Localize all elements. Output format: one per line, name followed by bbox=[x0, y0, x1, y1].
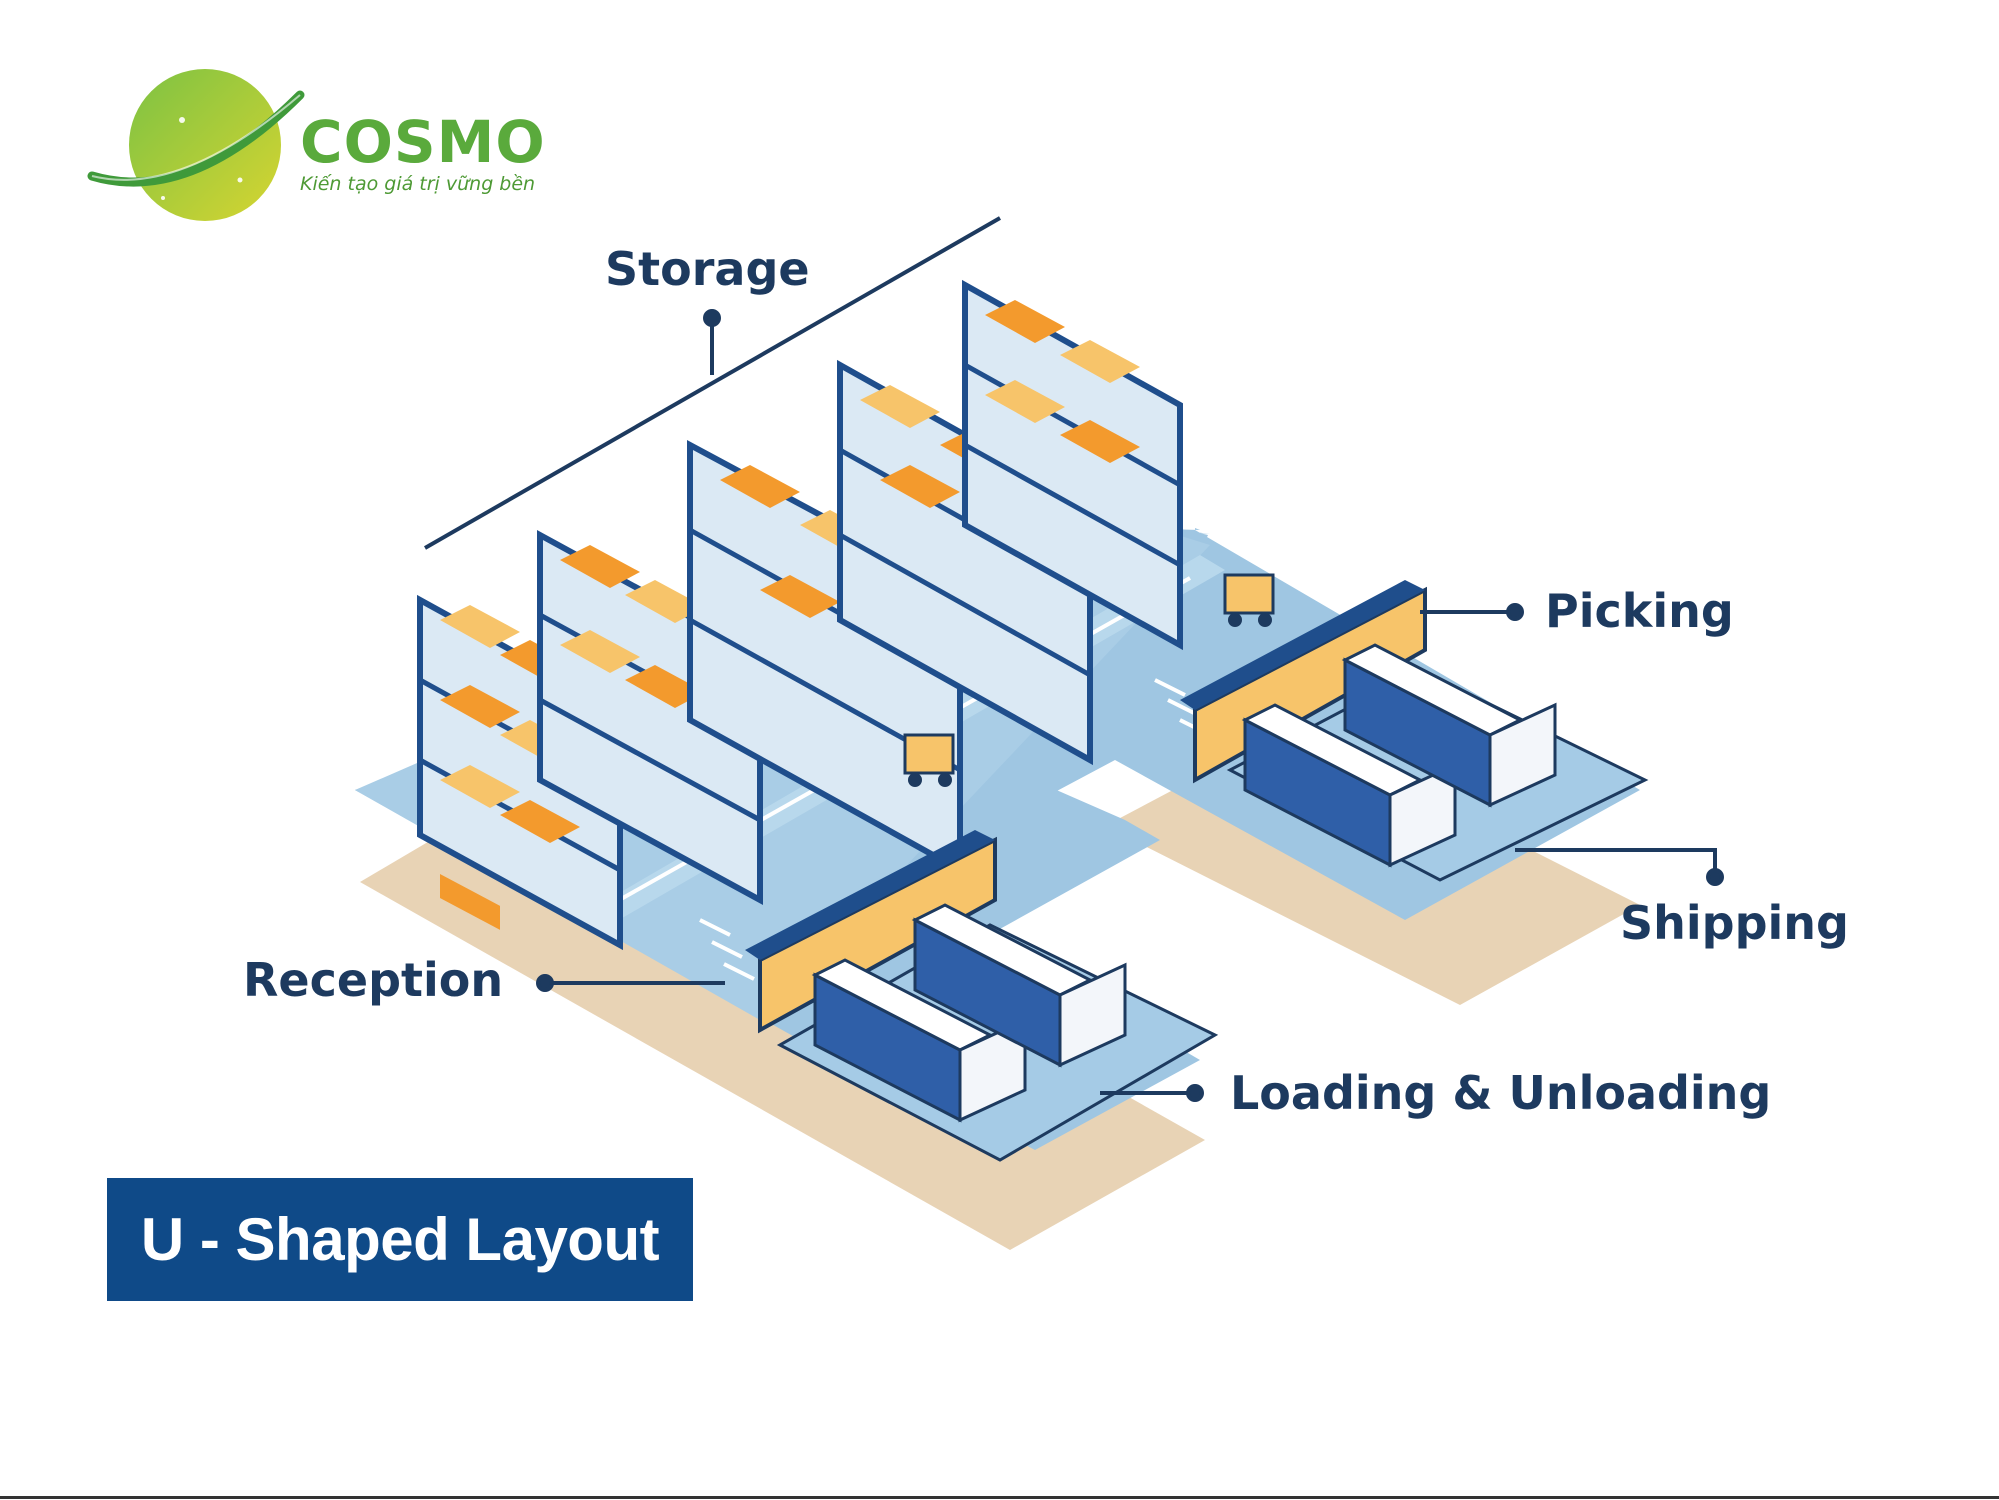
reception-label: Reception bbox=[243, 953, 504, 1007]
storage-wall bbox=[424, 216, 1001, 550]
truck bbox=[911, 903, 1127, 1068]
forklift bbox=[903, 733, 955, 787]
truck bbox=[1241, 703, 1457, 868]
callout-lines bbox=[536, 309, 1724, 1102]
layout-title-banner: U - Shaped Layout bbox=[107, 1178, 693, 1301]
storage-racks bbox=[417, 279, 1183, 951]
truck bbox=[1341, 643, 1557, 808]
layout-title: U - Shaped Layout bbox=[140, 1206, 660, 1273]
rack bbox=[962, 279, 1183, 651]
storage-label: Storage bbox=[605, 242, 810, 296]
bottom-divider bbox=[0, 1496, 1999, 1499]
brand-name: COSMO bbox=[300, 108, 546, 176]
forklift bbox=[1223, 573, 1275, 627]
shipping-label: Shipping bbox=[1620, 896, 1849, 950]
loading-unloading-label: Loading & Unloading bbox=[1230, 1066, 1772, 1120]
cosmo-logo bbox=[87, 69, 305, 221]
brand-tagline: Kiến tạo giá trị vững bền bbox=[300, 173, 536, 195]
truck bbox=[811, 958, 1027, 1123]
picking-label: Picking bbox=[1545, 584, 1734, 638]
